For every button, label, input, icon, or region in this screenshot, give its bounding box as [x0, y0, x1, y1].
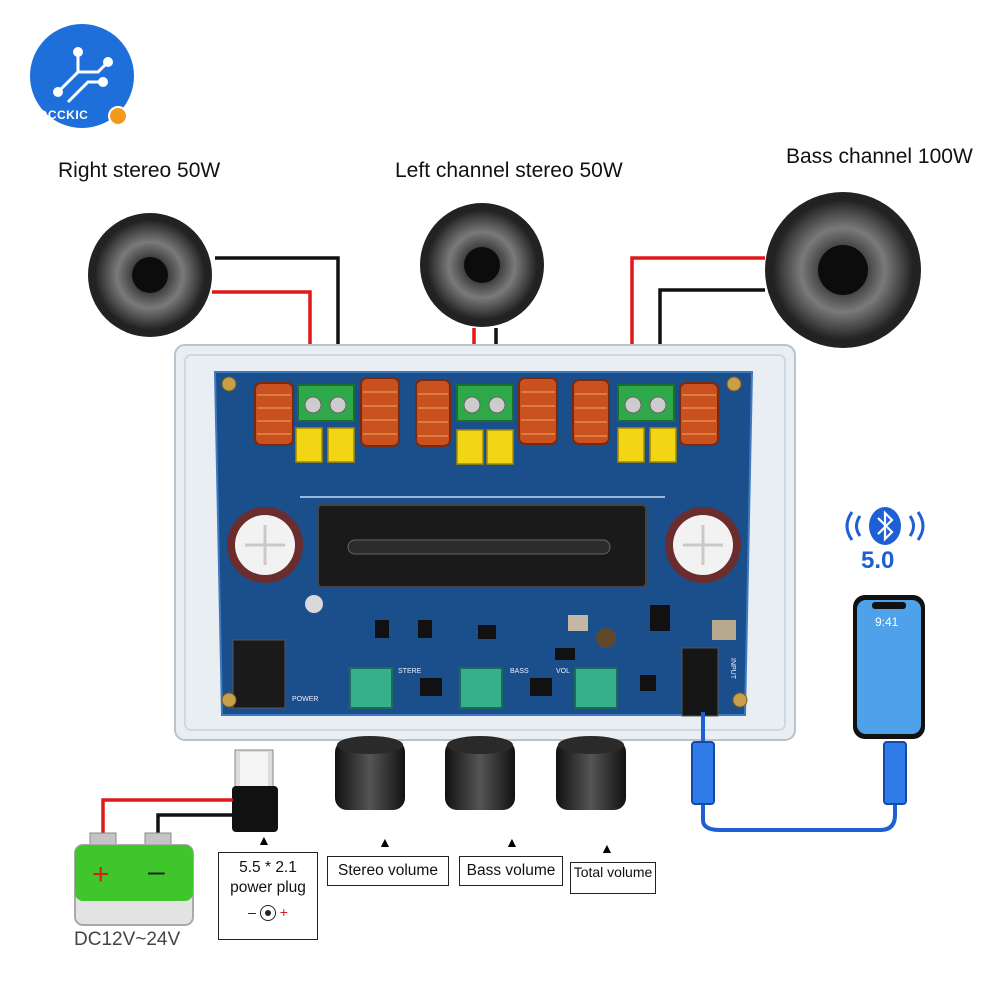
phone-time: 9:41 [875, 615, 899, 629]
power-plug-box: 5.5 * 2.1 power plug – + [218, 852, 318, 940]
battery-minus: – [148, 855, 165, 888]
capacitor-left [227, 507, 303, 583]
battery-image [74, 832, 194, 926]
bass-speaker [765, 192, 921, 348]
knob-stereo [335, 736, 405, 810]
knob-total [556, 736, 626, 810]
bass-channel-label: Bass channel 100W [786, 145, 973, 168]
silk-bass: BASS [510, 668, 529, 675]
bluetooth-icon-graphic [845, 507, 925, 545]
battery-plus: + [92, 858, 110, 891]
silk-stere: STERE [398, 668, 422, 675]
arrow-power: ▲ [257, 832, 271, 848]
bluetooth-version: 5.0 [861, 547, 895, 574]
power-plug-line1: 5.5 * 2.1 [239, 859, 297, 876]
capacitor-right [665, 507, 741, 583]
left-speaker [420, 203, 544, 327]
polarity-minus: – [248, 904, 256, 920]
left-channel-label: Left channel stereo 50W [395, 159, 623, 182]
brand-logo-text: OCCKIC [38, 108, 89, 122]
right-speaker [88, 213, 212, 337]
silk-vol: VOL [556, 668, 571, 675]
polarity-symbol: – + [219, 904, 317, 922]
bass-volume-label: Bass volume [459, 856, 563, 886]
arrow-total: ▲ [600, 840, 614, 856]
knob-bass [445, 736, 515, 810]
stereo-volume-label: Stereo volume [327, 856, 449, 886]
total-volume-label: Total volume [570, 862, 656, 894]
power-plug-line2: power plug [230, 879, 306, 896]
battery-voltage: DC12V~24V [74, 929, 181, 950]
power-plug-image [232, 749, 278, 832]
phone-image [853, 595, 925, 739]
silk-input: INPUT [729, 658, 736, 679]
right-stereo-label: Right stereo 50W [58, 159, 221, 182]
arrow-stereo: ▲ [378, 834, 392, 850]
brand-logo: OCCKIC [28, 22, 136, 130]
silk-power: POWER [292, 696, 319, 703]
polarity-plus: + [279, 904, 288, 920]
arrow-bass: ▲ [505, 834, 519, 850]
